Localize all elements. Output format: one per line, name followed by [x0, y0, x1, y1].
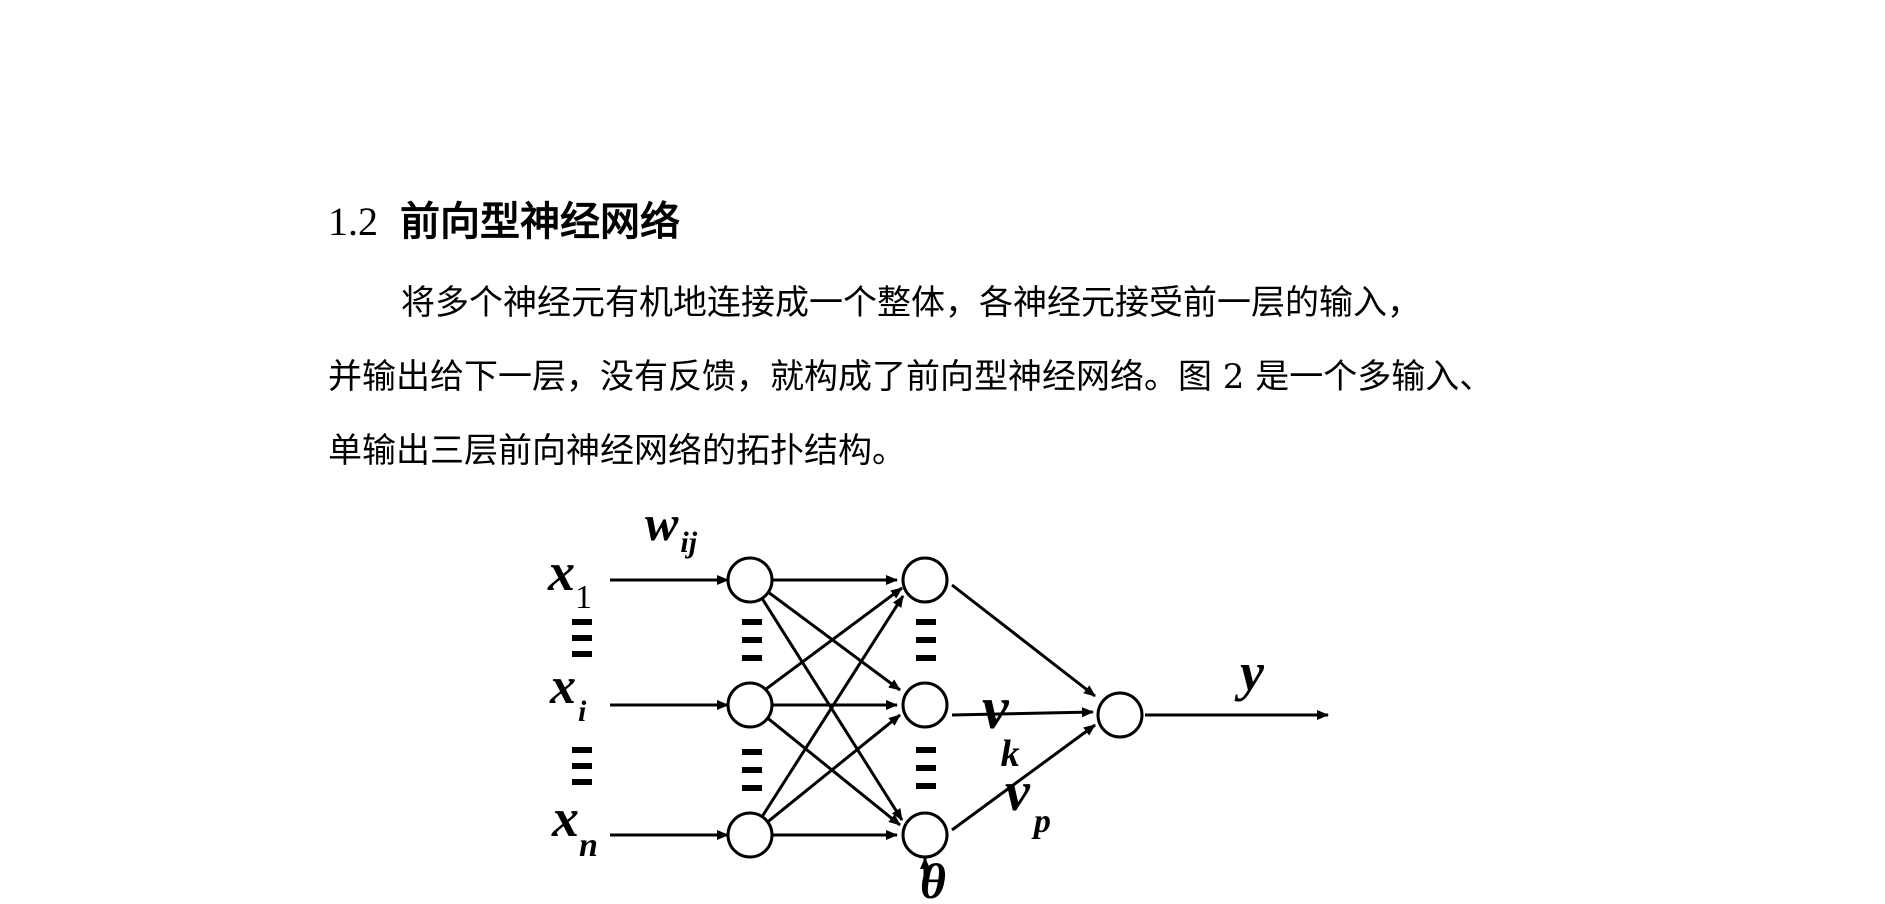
label-xn: xn: [551, 788, 598, 864]
section-heading: 1.2 前向型神经网络: [328, 198, 680, 246]
input-node-1: [726, 556, 774, 604]
ellipsis-dashes: [572, 619, 936, 791]
input-node-n: [726, 811, 774, 859]
hidden-output-connections: [951, 583, 1096, 832]
label-xi: xi: [549, 658, 587, 728]
paragraph-line-1: 将多个神经元有机地连接成一个整体，各神经元接受前一层的输入，: [401, 283, 1421, 323]
label-wij: wij: [645, 495, 698, 559]
hidden-node-k: [901, 681, 949, 729]
section-number: 1.2: [328, 199, 378, 244]
hidden-node-p: [901, 811, 949, 859]
label-theta: θ: [920, 853, 946, 904]
label-x1: x1: [547, 542, 592, 616]
output-node: [1096, 691, 1144, 739]
input-node-i: [726, 681, 774, 729]
input-hidden-connections: [756, 575, 905, 840]
body-paragraph: 将多个神经元有机地连接成一个整体，各神经元接受前一层的输入， 并输出给下一层，没…: [328, 266, 1728, 488]
section-title: 前向型神经网络: [400, 199, 680, 245]
paragraph-line-3: 单输出三层前向神经网络的拓扑结构。: [328, 431, 906, 471]
network-diagram-svg: x1 xi xn wij vk vp θ y: [547, 495, 1329, 904]
hidden-node-1: [901, 556, 949, 604]
paragraph-line-2: 并输出给下一层，没有反馈，就构成了前向型神经网络。图 2 是一个多输入、: [328, 357, 1494, 397]
label-y: y: [1234, 642, 1265, 702]
